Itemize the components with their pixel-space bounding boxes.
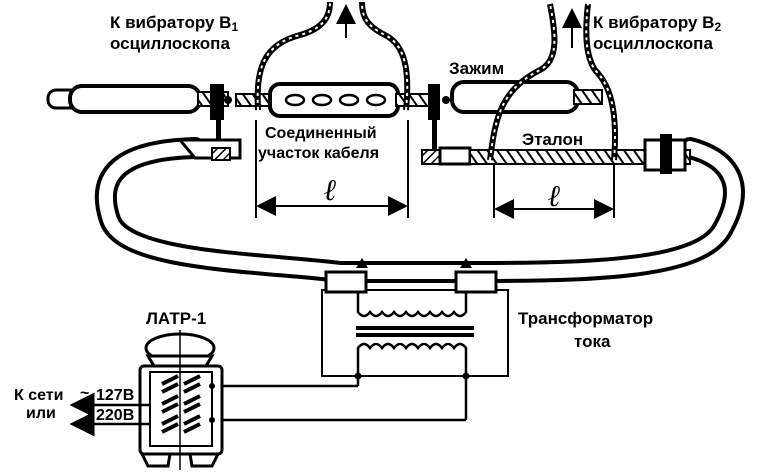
left-cable [46, 84, 229, 114]
dimension-l-left [255, 120, 409, 218]
joined-cable-section [235, 82, 431, 118]
label-joined-section-line2: участок кабеля [258, 145, 380, 162]
middle-clamp [421, 84, 472, 166]
label-vibrator-b2-oscilloscope: осциллоскопа [593, 34, 713, 53]
label-vibrator-b1-oscilloscope: осциллоскопа [110, 34, 230, 53]
label-voltage-127: 127В [96, 387, 135, 404]
label-mains-or: или [26, 405, 56, 422]
secondary-wiring [212, 372, 470, 422]
label-latr: ЛАТР-1 [146, 309, 207, 328]
mains-input-wires [69, 392, 150, 437]
label-transformer-tok: тока [574, 332, 611, 351]
latr-autotransformer [138, 330, 224, 470]
label-mains: К сети [14, 387, 64, 404]
tilde-symbol: ~ [80, 385, 90, 402]
vibrator-b1-leads [254, 1, 411, 111]
right-cable [450, 80, 603, 114]
label-voltage-220: 220В [96, 407, 135, 424]
label-clamp: Зажим [449, 59, 505, 78]
label-joined-section-line1: Соединенный [265, 125, 377, 142]
left-clamp [176, 84, 242, 161]
label-vibrator-b2: К вибратору В2 [593, 13, 722, 34]
current-transformer [321, 258, 509, 377]
dimension-l-right [493, 165, 615, 219]
vibrator-b2-leads [487, 3, 618, 161]
label-reference: Эталон [522, 130, 584, 149]
length-symbol-left: ℓ [324, 173, 337, 208]
label-transformer: Трансформатор [518, 309, 654, 328]
length-symbol-right: ℓ [548, 179, 561, 214]
reference-conductor [469, 134, 691, 174]
label-vibrator-b1: К вибратору В1 [110, 13, 239, 34]
